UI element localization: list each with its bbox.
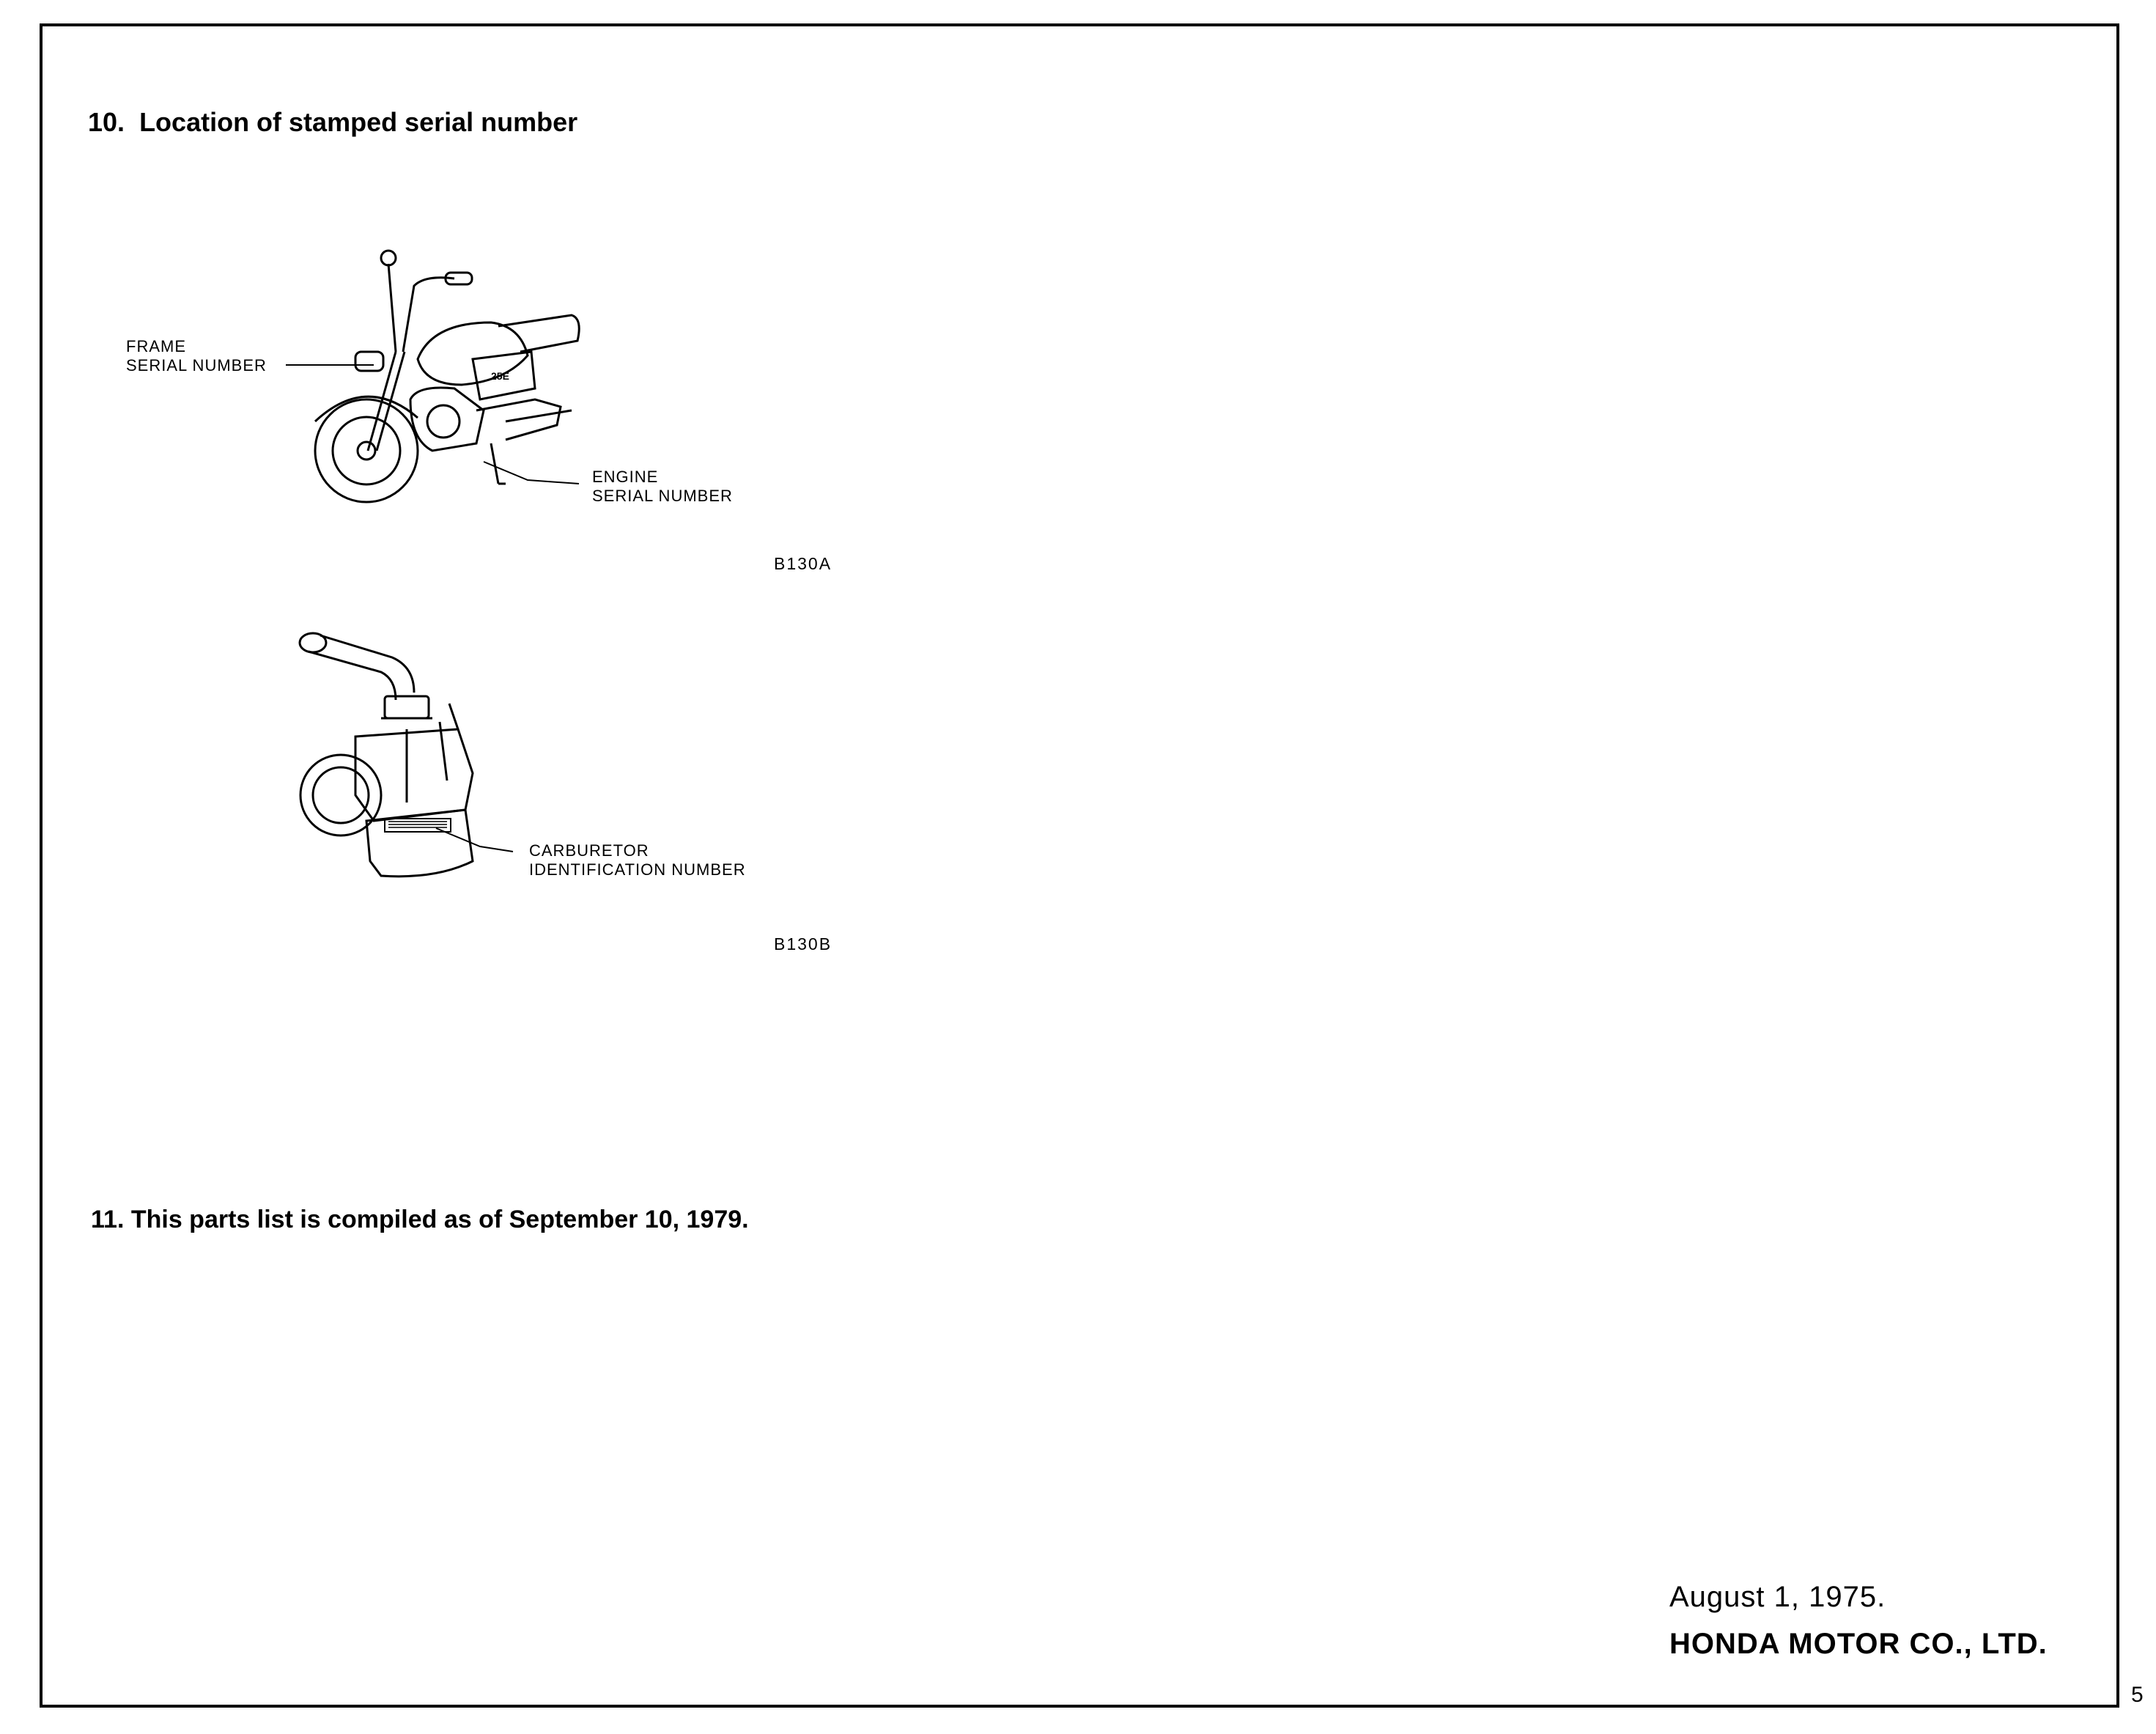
document-date: August 1, 1975. [1669,1581,1886,1613]
frame-serial-label-line2: SERIAL NUMBER [126,356,267,375]
carburetor-id-label-line1: CARBURETOR [529,841,649,860]
motorcycle-illustration: 25E [286,249,580,503]
page-border [40,23,2119,1708]
engine-serial-label: ENGINE SERIAL NUMBER [592,468,733,506]
section-11-text: 11. This parts list is compiled as of Se… [91,1206,749,1233]
company-name: HONDA MOTOR CO., LTD. [1669,1628,2048,1660]
section-10-title: Location of stamped serial number [139,107,578,137]
section-10-number: 10. [88,107,125,137]
frame-serial-label-line1: FRAME [126,337,186,355]
svg-text:25E: 25E [491,370,509,382]
frame-serial-label: FRAME SERIAL NUMBER [126,337,267,375]
figure-code-b130b: B130B [774,934,833,953]
carburetor-illustration [298,632,514,878]
carburetor-id-label: CARBURETOR IDENTIFICATION NUMBER [529,841,746,879]
carburetor-id-label-line2: IDENTIFICATION NUMBER [529,860,746,879]
page-number: 5 [2131,1683,2144,1707]
section-10-heading: 10. Location of stamped serial number [88,107,577,138]
engine-serial-label-line1: ENGINE [592,468,659,486]
engine-serial-label-line2: SERIAL NUMBER [592,487,733,505]
figure-code-b130a: B130A [774,554,833,573]
